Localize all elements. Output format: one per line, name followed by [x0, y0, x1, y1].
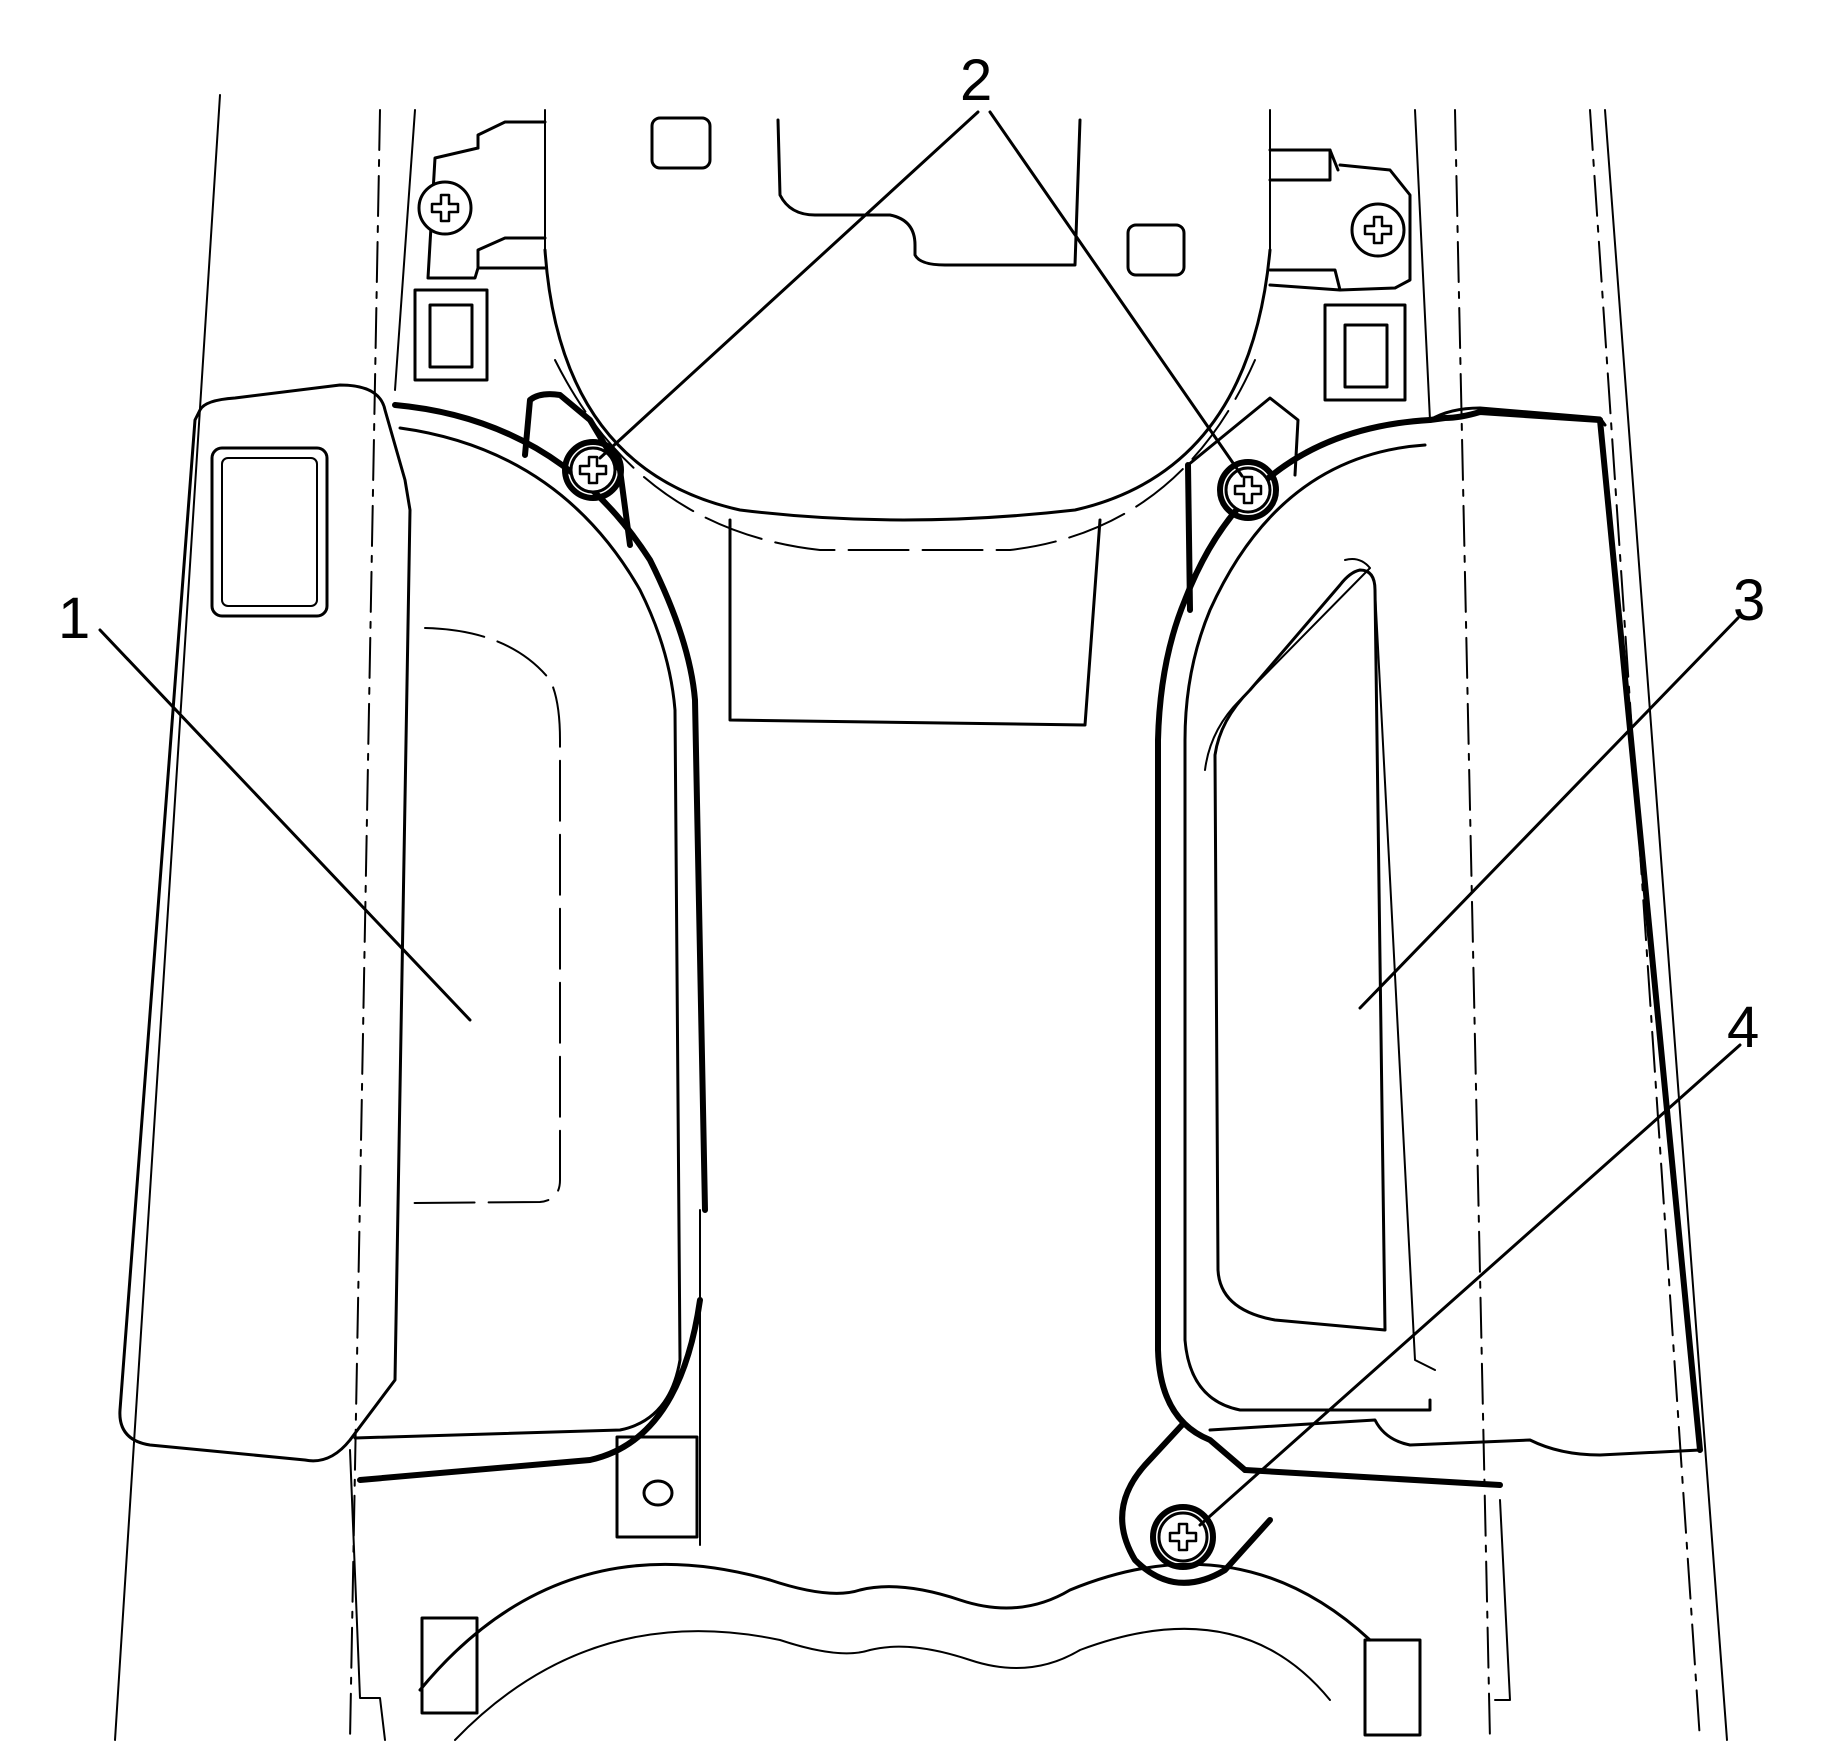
console-base: [114, 94, 1728, 1741]
callout-1: 1: [58, 586, 90, 651]
callout-2: 2: [960, 48, 992, 113]
callout-4: 4: [1727, 995, 1759, 1060]
leader-2a: [598, 110, 980, 460]
left-trim-panel: [118, 383, 708, 1483]
screw-top-left-bracket: [417, 180, 473, 236]
leader-2b: [988, 110, 1244, 478]
screw-2-right: [1217, 459, 1279, 521]
leader-lines: [98, 110, 1742, 1527]
screw-4: [1150, 1504, 1216, 1570]
lower-screw-bracket: [1119, 1422, 1273, 1586]
leader-1: [98, 628, 472, 1022]
left-screw-bracket: [522, 391, 633, 548]
screw-2-left: [562, 439, 624, 501]
screw-top-right-bracket: [1350, 202, 1406, 258]
right-trim-panel: [1155, 396, 1703, 1488]
callout-3: 3: [1733, 568, 1765, 633]
leader-4: [1198, 1043, 1742, 1527]
leader-3: [1358, 616, 1740, 1010]
